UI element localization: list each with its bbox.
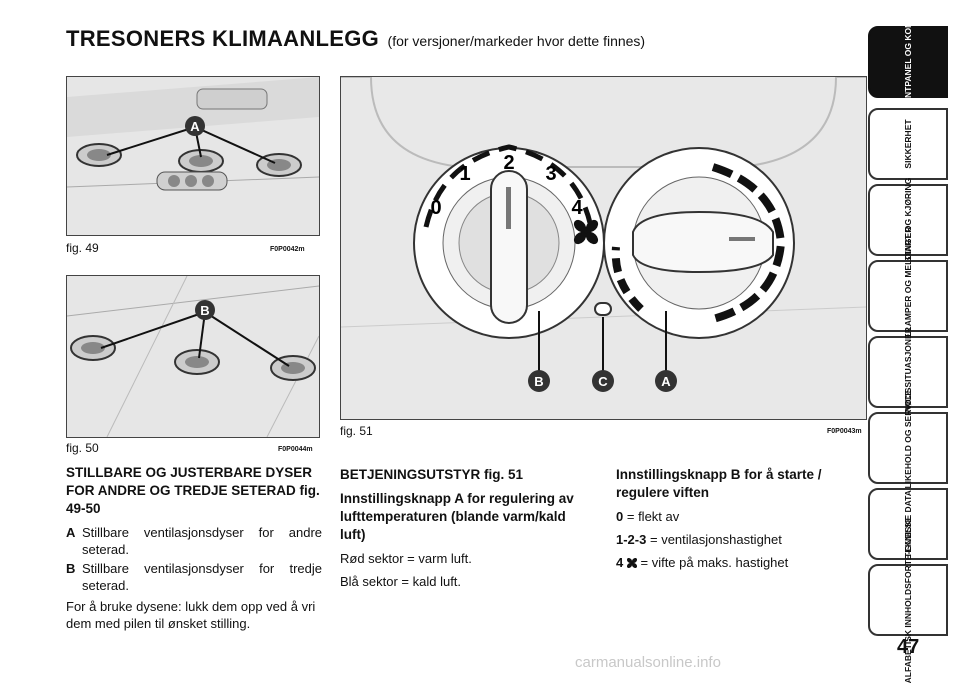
col2-line2: Blå sektor = kald luft.: [340, 574, 462, 589]
item-text: = flekt av: [626, 509, 680, 524]
list-item: 1-2-3 = ventilasjonshastighet: [616, 531, 856, 548]
fig50-code: F0P0044m: [278, 446, 313, 453]
column-1: STILLBARE OG JUSTERBARE DYSER FOR ANDRE …: [66, 464, 322, 638]
col2-heading: BETJENINGSUTSTYR fig. 51: [340, 467, 524, 482]
tab-varsellamper[interactable]: VARSELLAMPER OG MELDINGER: [868, 227, 948, 365]
tab-alfabetisk[interactable]: ALFABETISK INNHOLDSFORTE-GNELSE: [868, 517, 948, 683]
column-3: Innstillingsknapp B for å starte / regul…: [616, 466, 856, 577]
fan-icon: [573, 219, 599, 245]
tab-sikkerhet[interactable]: SIKKERHET: [868, 108, 948, 180]
dial-number-0: 0: [430, 197, 441, 219]
page-title: TRESONERS KLIMAANLEGG (for versjoner/mar…: [66, 26, 645, 52]
tab-label: SIKKERHET: [903, 119, 913, 169]
fig51-label-a: A: [661, 374, 671, 389]
title-main: TRESONERS KLIMAANLEGG: [66, 26, 380, 51]
tab-nodssituasjoner[interactable]: I NØDSSITUASJONER: [868, 327, 948, 417]
col3-heading: Innstillingsknapp B for å starte / regul…: [616, 467, 822, 500]
col2-line1: Rød sektor = varm luft.: [340, 551, 472, 566]
item-text: Stillbare ventilasjonsdyser for tredje s…: [82, 561, 322, 593]
fig49-label: A: [190, 119, 200, 134]
item-text: = vifte på maks. hastighet: [640, 555, 789, 570]
list-item: 4 = vifte på maks. hastighet: [616, 554, 856, 571]
item-key: 0: [616, 509, 624, 524]
fig50-label: B: [200, 303, 209, 318]
column-2: BETJENINGSUTSTYR fig. 51 Innstillingskna…: [340, 466, 580, 596]
dial-number-2: 2: [503, 152, 514, 174]
fig51-label-b: B: [534, 374, 543, 389]
item-key: B: [66, 561, 76, 576]
fig51-label-c: C: [598, 374, 608, 389]
tab-vedlikehold[interactable]: VEDLIKEHOLD OG SERVICE: [868, 390, 948, 506]
col1-heading: STILLBARE OG JUSTERBARE DYSER FOR ANDRE …: [66, 465, 320, 516]
figure-51-image: 0 1 2 3 4 B C A: [340, 76, 867, 420]
tab-instrumentpanel[interactable]: INSTRUMENTPANEL OG KONTROLLER: [868, 0, 948, 142]
watermark: carmanualsonline.info: [575, 654, 721, 671]
list-item: A Stillbare ventilasjonsdyser for andre …: [66, 524, 322, 558]
fig51-code: F0P0043m: [827, 428, 862, 435]
tab-start-og-kjoring[interactable]: START OG KJØRING: [868, 178, 948, 262]
list-item: B Stillbare ventilasjonsdyser for tredje…: [66, 560, 322, 594]
item-text: Stillbare ventilasjonsdyser for andre se…: [82, 525, 322, 557]
fig50-caption: fig. 50: [66, 441, 99, 455]
item-key: 1-2-3: [616, 532, 647, 547]
tab-tekniske-data[interactable]: TEKNISKE DATA: [868, 488, 948, 560]
dial-number-3: 3: [545, 163, 556, 185]
fig49-caption: fig. 49: [66, 241, 99, 255]
item-key: A: [66, 525, 76, 540]
col1-body: For å bruke dysene: lukk dem opp ved å v…: [66, 599, 316, 631]
fig51-caption: fig. 51: [340, 424, 373, 438]
col2-subheading: Innstillingsknapp A for regulering av lu…: [340, 491, 574, 542]
dial-number-4: 4: [571, 197, 583, 219]
item-key: 4: [616, 555, 624, 570]
figure-50-image: B: [66, 275, 320, 438]
fig49-code: F0P0042m: [270, 246, 305, 253]
page-number: 47: [897, 636, 920, 658]
item-text: = ventilasjonshastighet: [649, 532, 782, 547]
title-note: (for versjoner/markeder hvor dette finne…: [387, 33, 646, 49]
list-item: 0 = flekt av: [616, 508, 856, 525]
dial-number-1: 1: [459, 163, 470, 185]
figure-49-image: A: [66, 76, 320, 236]
fan-icon: [626, 555, 637, 569]
